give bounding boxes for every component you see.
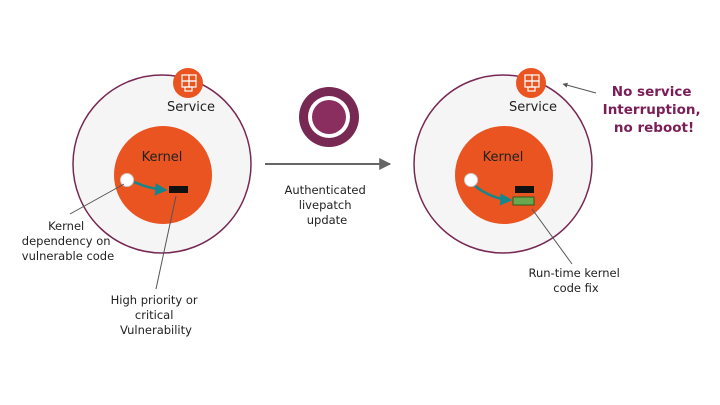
connector-vulnerability	[155, 195, 177, 290]
dependency-dot-right	[464, 173, 478, 187]
runtime-fix-line-2: code fix	[553, 281, 599, 295]
update-line-3: update	[307, 213, 348, 227]
boxes-icon	[173, 68, 203, 98]
no-interruption-line-1: No service	[612, 84, 692, 100]
old-code-block	[515, 186, 534, 193]
kernel-label-left: Kernel	[142, 150, 183, 165]
vulnerability-line-1: High priority or	[111, 293, 198, 307]
dependency-arrow-right	[474, 185, 513, 206]
no-interruption-label: No service Interruption, no reboot!	[603, 84, 706, 136]
dependency-arrow-left	[133, 180, 168, 196]
runtime-fix-line-1: Run-time kernel	[529, 266, 620, 280]
vulnerability-label: High priority or critical Vulnerability	[111, 293, 202, 337]
vulnerable-code-block	[169, 186, 188, 193]
dependency-dot-left	[120, 173, 134, 187]
vulnerability-line-3: Vulnerability	[120, 323, 192, 337]
no-interruption-line-3: no reboot!	[614, 120, 694, 136]
update-label: Authenticated livepatch update	[285, 183, 370, 227]
service-label-right: Service	[509, 100, 557, 115]
kernel-dependency-line-1: Kernel	[48, 219, 84, 233]
update-line-1: Authenticated	[285, 183, 366, 197]
livepatch-ring-icon	[299, 87, 359, 147]
kernel-circle-left	[114, 126, 212, 224]
kernel-dependency-label: Kernel dependency on vulnerable code	[22, 219, 114, 263]
update-line-2: livepatch	[299, 198, 352, 212]
boxes-icon	[516, 68, 546, 98]
kernel-label-right: Kernel	[483, 150, 524, 165]
connector-no-interruption	[562, 82, 597, 94]
connector-runtime-fix	[531, 208, 573, 265]
runtime-fix-label: Run-time kernel code fix	[529, 266, 624, 295]
no-interruption-line-2: Interruption,	[603, 102, 701, 118]
patched-code-block	[512, 196, 535, 206]
kernel-dependency-line-2: dependency on	[22, 234, 111, 248]
service-label-left: Service	[167, 100, 215, 115]
connector-dependency	[69, 183, 125, 215]
vulnerability-line-2: critical	[135, 308, 174, 322]
system-after: Kernel Service	[413, 68, 593, 254]
system-before: Kernel Service	[72, 68, 252, 254]
kernel-dependency-line-3: vulnerable code	[22, 249, 114, 263]
